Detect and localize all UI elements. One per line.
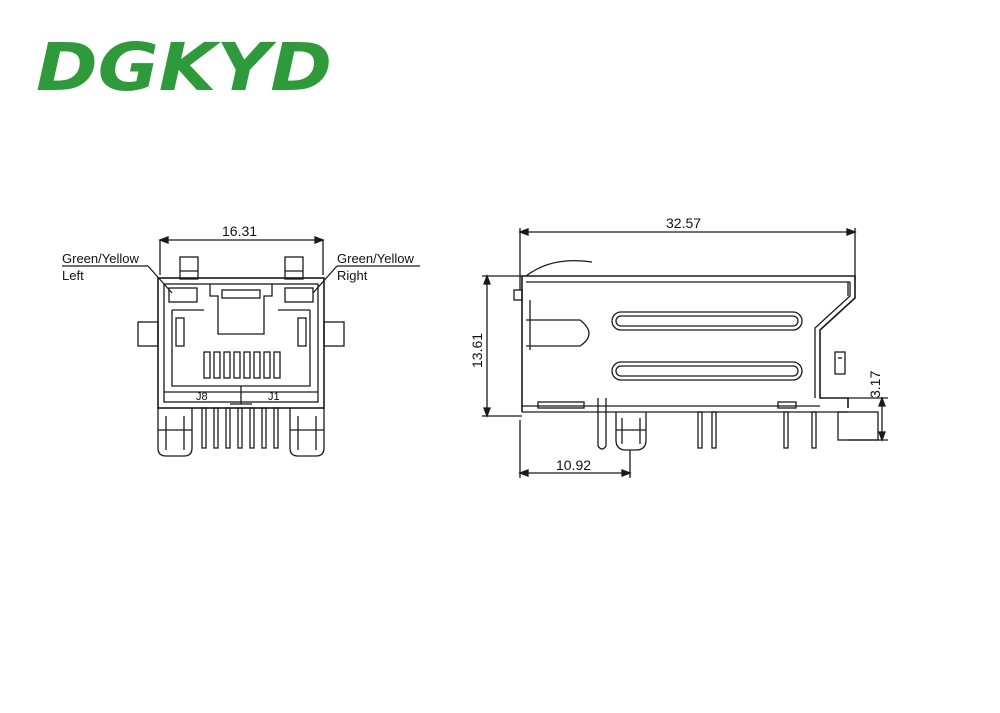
led-left-label-line2: Left <box>62 268 84 283</box>
led-right-label-line1: Green/Yellow <box>337 251 414 266</box>
led-right-label-line2: Right <box>337 268 368 283</box>
pin-offset-dimension: 10.92 <box>556 457 591 473</box>
brand-logo: DGKYD <box>36 36 332 96</box>
pin-j8-label: J8 <box>196 391 208 403</box>
side-height-dimension: 13.61 <box>469 333 485 368</box>
front-width-dimension: 16.31 <box>222 223 257 239</box>
pin-j1-label: J1 <box>268 391 280 403</box>
side-length-dimension: 32.57 <box>666 215 701 231</box>
side-view <box>482 228 888 478</box>
brand-logo-text: DGKYD <box>36 36 332 96</box>
led-left-label-line1: Green/Yellow <box>62 251 139 266</box>
standoff-dimension: 3.17 <box>867 371 883 398</box>
front-view <box>62 236 420 457</box>
